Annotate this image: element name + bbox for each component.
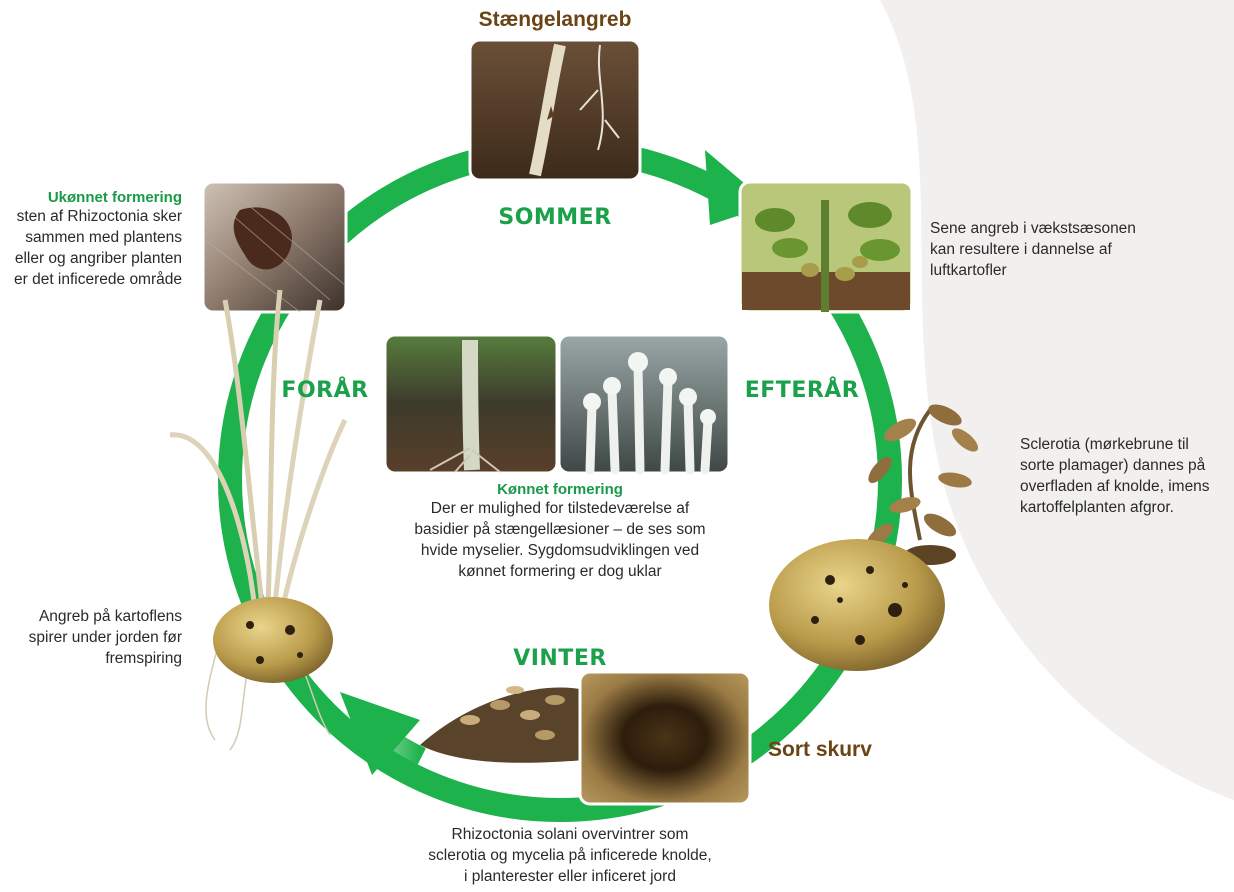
- sexual-line: Der er mulighed for tilstedeværelse af: [380, 498, 740, 519]
- sprout-attack-line: spirer under jorden før: [14, 627, 182, 648]
- white-basidia-photo: [559, 335, 729, 473]
- aerial-tuber-plant-photo: [740, 182, 912, 312]
- background-shape: [880, 0, 1234, 800]
- asexual-reproduction-caption: Ukønnet formering sten af Rhizoctonia sk…: [0, 189, 182, 290]
- plant-debris-illustration: [420, 686, 585, 763]
- asexual-line: sammen med plantens: [0, 227, 182, 248]
- season-winter-label: VINTER: [490, 646, 630, 671]
- sclerotia-line: Sclerotia (mørkebrune til: [1020, 434, 1234, 455]
- stem-attack-title: Stængelangreb: [455, 8, 655, 32]
- asexual-line: sten af Rhizoctonia sker: [0, 206, 182, 227]
- late-attack-line: Sene angreb i vækstsæsonen: [930, 218, 1170, 239]
- sexual-heading: Kønnet formering: [380, 481, 740, 498]
- late-attack-line: kan resultere i dannelse af: [930, 239, 1170, 260]
- overwinter-line: sclerotia og mycelia på inficerede knold…: [380, 845, 760, 866]
- late-attack-line: luftkartofler: [930, 260, 1170, 281]
- season-spring-label: FORÅR: [270, 378, 380, 403]
- season-summer-label: SOMMER: [480, 205, 630, 230]
- sprout-attack-caption: Angreb på kartoflens spirer under jorden…: [14, 606, 182, 669]
- overwinter-caption: Rhizoctonia solani overvintrer som scler…: [380, 824, 760, 887]
- sexual-line: kønnet formering er dog uklar: [380, 561, 740, 582]
- sexual-line: hvide myselier. Sygdomsudviklingen ved: [380, 540, 740, 561]
- sexual-reproduction-caption: Kønnet formering Der er mulighed for til…: [380, 481, 740, 582]
- black-scurf-title: Sort skurv: [768, 738, 928, 762]
- asexual-line: er det inficerede område: [0, 269, 182, 290]
- sclerotia-line: kartoffelplanten afgror.: [1020, 497, 1234, 518]
- late-attack-caption: Sene angreb i vækstsæsonen kan resultere…: [930, 218, 1170, 281]
- season-autumn-label: EFTERÅR: [732, 378, 872, 403]
- asexual-line: eller og angriber planten: [0, 248, 182, 269]
- asexual-heading: Ukønnet formering: [0, 189, 182, 206]
- stem-base-photo: [385, 335, 557, 473]
- sclerotia-caption: Sclerotia (mørkebrune til sorte plamager…: [1020, 434, 1234, 518]
- potato-tuber-illustration: [769, 539, 945, 671]
- leaf-lesion-photo: [203, 182, 346, 312]
- sclerotia-line: overfladen af knolde, imens: [1020, 476, 1234, 497]
- overwinter-line: Rhizoctonia solani overvintrer som: [380, 824, 760, 845]
- sexual-line: basidier på stængellæsioner – de ses som: [380, 519, 740, 540]
- sprout-attack-line: Angreb på kartoflens: [14, 606, 182, 627]
- stem-lesion-photo: [470, 40, 640, 180]
- black-scurf-closeup-photo: [580, 672, 750, 804]
- sclerotia-line: sorte plamager) dannes på: [1020, 455, 1234, 476]
- sprout-attack-line: fremspiring: [14, 648, 182, 669]
- overwinter-line: i planterester eller inficeret jord: [380, 866, 760, 887]
